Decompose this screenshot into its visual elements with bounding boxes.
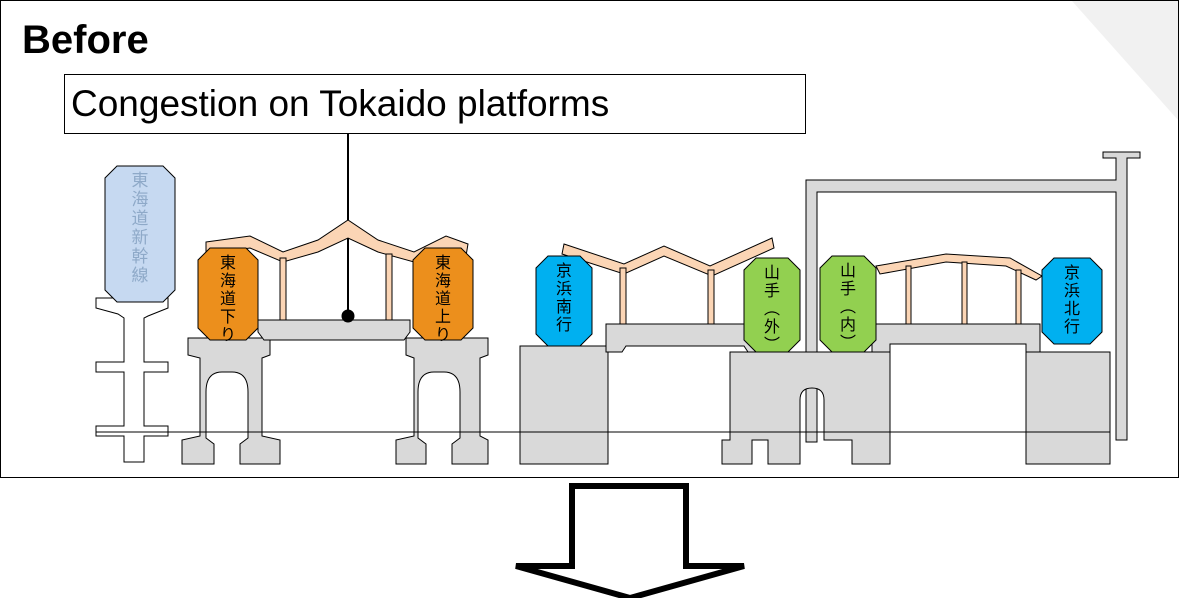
train-label-char: 手 (764, 281, 780, 300)
shinkansen-viaduct (95, 297, 169, 463)
train-label-char: 東 (220, 253, 236, 272)
right-structure (871, 323, 1111, 465)
train-label-char: 京 (1064, 263, 1080, 282)
train-label-char: 上 (435, 307, 451, 326)
train-label-char: 外 (764, 317, 780, 336)
train-label-char: 海 (220, 271, 236, 290)
train-body (197, 247, 259, 341)
train-label-char: り (220, 325, 236, 344)
train-label-char: 京 (556, 261, 572, 280)
train-label-char: 幹 (132, 246, 149, 267)
train-body (1041, 257, 1103, 345)
tokaido-pier-right (395, 337, 489, 465)
train-label-char: 行 (1064, 317, 1080, 336)
tokaido-roof (205, 219, 469, 321)
heading: Before (22, 18, 149, 62)
train-label-char: 道 (435, 289, 451, 308)
train-label-char: 新 (132, 228, 149, 248)
keihin-roof (561, 237, 775, 325)
congestion-callout: Congestion on Tokaido platforms (64, 74, 806, 134)
train-label-char: 山 (764, 263, 780, 282)
train-label-char: 南 (556, 297, 572, 316)
right-roof (875, 253, 1043, 325)
train-body (535, 255, 593, 347)
train-yamanote-inner: 山手︵内︶ (819, 255, 877, 353)
tokaido-platform (257, 134, 411, 341)
center-structure (519, 323, 891, 465)
train-label-char: 東 (132, 171, 149, 191)
train-label-char: 浜 (556, 279, 572, 298)
train-label-char: ︵ (840, 297, 856, 316)
train-body (743, 257, 801, 353)
train-label-char: 海 (132, 190, 149, 210)
train-yamanote-outer: 山手︵外︶ (743, 257, 801, 354)
train-label-char: 手 (840, 279, 856, 298)
train-label-char: 線 (132, 266, 149, 286)
train-body (412, 247, 474, 341)
train-body (104, 165, 176, 303)
down-arrow-icon (515, 483, 745, 598)
train-label-char: 道 (132, 209, 149, 229)
train-label-char: 海 (435, 271, 451, 290)
train-body (819, 255, 877, 353)
train-label-char: ︶ (840, 333, 856, 352)
tokaido-pier-left (181, 337, 281, 465)
train-label-char: 道 (220, 289, 236, 308)
corner-decoration (1072, 1, 1178, 120)
train-label-char: ︵ (764, 299, 780, 318)
train-label-char: 北 (1064, 299, 1080, 318)
train-label-char: 東 (435, 253, 451, 272)
train-label-char: 浜 (1064, 281, 1080, 300)
train-label-char: 山 (840, 261, 856, 280)
train-label-char: 内 (840, 315, 856, 334)
train-label-char: ︶ (764, 335, 780, 354)
train-label-char: り (435, 325, 451, 344)
train-label-char: 行 (556, 315, 572, 334)
train-label-char: 下 (220, 307, 236, 326)
before-panel (0, 0, 1179, 478)
